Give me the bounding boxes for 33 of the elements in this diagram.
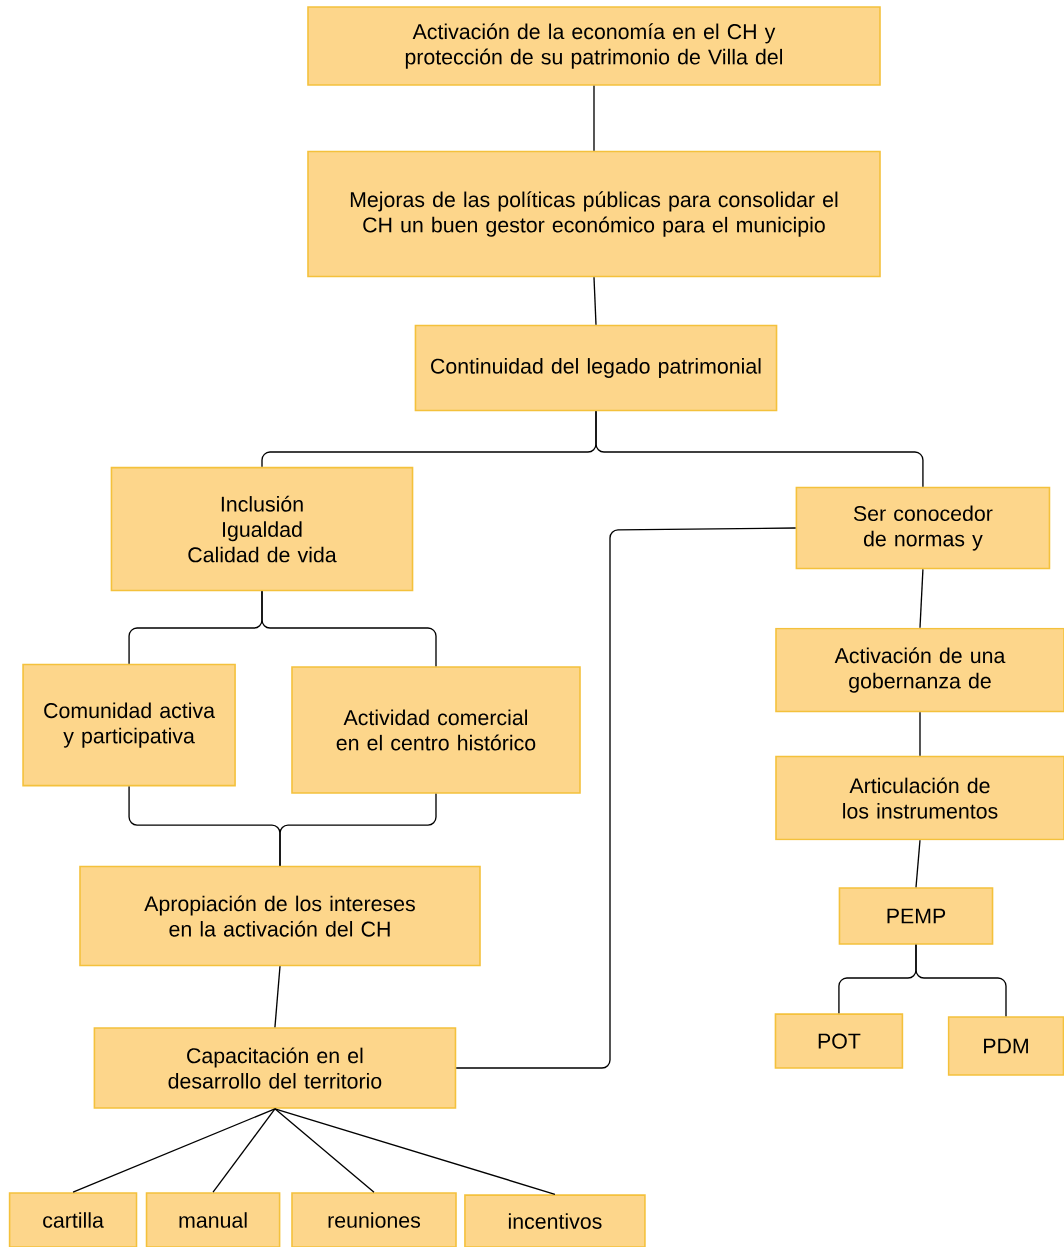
connector-line xyxy=(212,1108,276,1193)
bracket-connector xyxy=(595,410,924,488)
process-box: Apropiación de los intereses en la activación del CH xyxy=(79,865,481,967)
process-box: POT xyxy=(774,1013,904,1069)
process-box: cartilla xyxy=(8,1192,138,1247)
connector-line xyxy=(274,1108,556,1195)
process-box: PDM xyxy=(947,1016,1064,1076)
connector-line xyxy=(919,568,924,629)
process-box: Inclusión Igualdad Calidad de vida xyxy=(110,466,414,592)
connector-line xyxy=(915,839,921,888)
bracket-connector xyxy=(261,590,437,667)
process-box: Mejoras de las políticas públicas para consolidar el CH un buen gestor económico para el municipio xyxy=(307,150,881,278)
connector-line xyxy=(593,85,595,152)
process-box: Actividad comercial en el centro histórico xyxy=(291,666,581,794)
process-box: Continuidad del legado patrimonial xyxy=(414,324,778,412)
process-box: incentivos xyxy=(464,1194,646,1247)
connector-line xyxy=(72,1108,276,1193)
process-box: Ser conocedor de normas y xyxy=(795,486,1051,570)
process-box: PEMP xyxy=(838,887,994,945)
process-box: Articulación de los instrumentos xyxy=(775,755,1064,841)
process-box: Comunidad activa y participativa xyxy=(22,663,236,787)
process-box: manual xyxy=(145,1192,281,1247)
bracket-connector xyxy=(915,944,1007,1017)
connector-line xyxy=(274,1108,375,1193)
connector-line xyxy=(274,965,281,1028)
process-box: Capacitación en el desarrollo del territorio xyxy=(93,1027,457,1109)
process-box: reuniones xyxy=(291,1192,457,1247)
connector-line xyxy=(455,527,797,1069)
bracket-connector xyxy=(279,793,437,867)
process-box: Activación de la economía en el CH y protección de su patrimonio de Villa del xyxy=(307,6,881,86)
process-box: Activación de una gobernanza de xyxy=(775,627,1064,713)
connector-line xyxy=(919,711,921,757)
connector-line xyxy=(593,276,597,326)
